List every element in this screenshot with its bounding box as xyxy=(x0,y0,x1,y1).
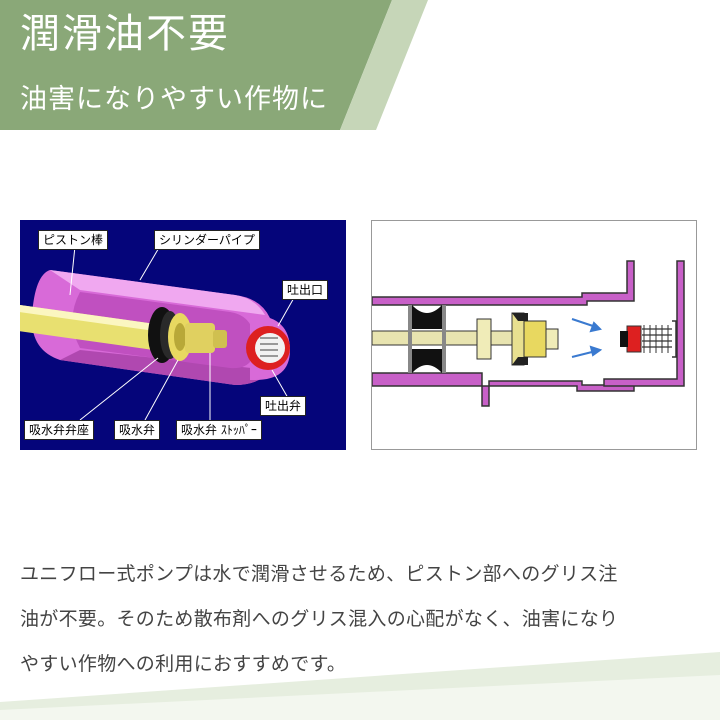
description-line: やすい作物への利用におすすめです。 xyxy=(20,653,347,675)
banner-shape xyxy=(0,0,428,130)
pump-section-figure xyxy=(371,220,697,450)
footer-shape xyxy=(0,652,720,720)
label-suction-valve-stopper: 吸水弁 ｽﾄｯﾊﾟｰ xyxy=(176,420,262,440)
page-subtitle: 油害になりやすい作物に xyxy=(20,84,328,115)
page-title: 潤滑油不要 xyxy=(20,11,230,57)
description-line: 油が不要。そのため散布剤へのグリス混入の心配がなく、油害になり xyxy=(20,608,619,630)
description-text: ユニフロー式ポンプは水で潤滑させるため、ピストン部へのグリス注 油が不要。そのた… xyxy=(20,552,710,687)
label-suction-valve: 吸水弁 xyxy=(114,420,161,440)
label-suction-valve-seat: 吸水弁弁座 xyxy=(24,420,95,440)
label-cylinder-pipe: シリンダーパイプ xyxy=(154,230,260,250)
label-discharge-valve: 吐出弁 xyxy=(260,396,307,416)
footer-decoration xyxy=(0,640,720,720)
pump-cutaway-illustration xyxy=(20,245,296,421)
label-piston-rod: ピストン棒 xyxy=(38,230,109,250)
pump-cutaway-figure: ピストン棒 シリンダーパイプ 吐出口 吐出弁 吸水弁弁座 吸水弁 吸水弁 ｽﾄｯ… xyxy=(20,220,346,450)
header-banner: 潤滑油不要 油害になりやすい作物に xyxy=(0,0,720,140)
pump-section-illustration xyxy=(372,260,685,407)
label-discharge-port: 吐出口 xyxy=(282,280,329,300)
description-line: ユニフロー式ポンプは水で潤滑させるため、ピストン部へのグリス注 xyxy=(20,563,618,585)
